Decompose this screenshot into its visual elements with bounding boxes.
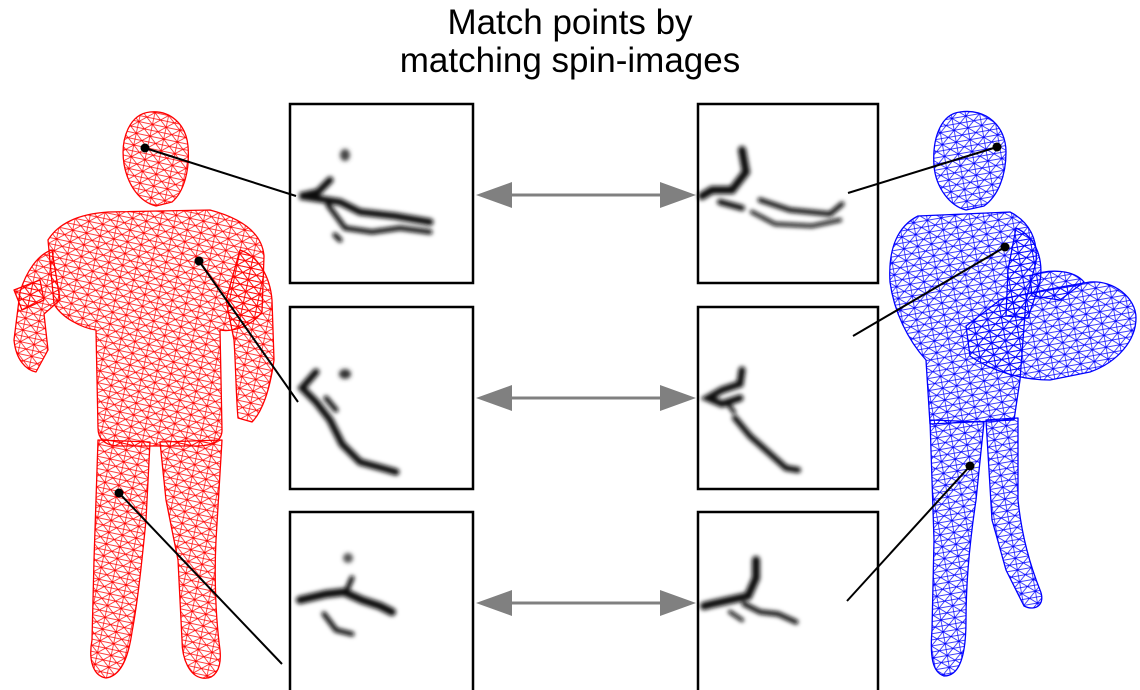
figure-title: Match points by matching spin-images: [0, 4, 1140, 80]
connector-line: [198, 260, 299, 403]
spin-image-3-left: [288, 510, 475, 690]
connector-line: [118, 492, 283, 665]
spin-image-1-right-content: [698, 146, 845, 229]
title-line-2: matching spin-images: [399, 41, 741, 80]
spin-image-3-right-content: [700, 556, 799, 625]
spin-image-1-left-content: [299, 149, 434, 243]
arrowheads: [476, 182, 696, 616]
spin-image-2-right: [696, 305, 880, 491]
spin-image-3-left-content: [296, 553, 396, 637]
connector-line: [852, 246, 1006, 337]
connector-line: [846, 465, 971, 602]
title-line-1: Match points by: [447, 3, 693, 42]
left-mesh-figure: [13, 111, 275, 679]
connector-line: [847, 146, 998, 194]
spin-image-2-right-content: [700, 366, 801, 473]
connector-line: [144, 147, 297, 197]
spin-image-2-left: [288, 305, 475, 491]
spin-image-contents: [296, 146, 845, 637]
match-arrows: [485, 191, 687, 607]
connector-lines: [118, 146, 1006, 665]
right-mesh-figure: [889, 110, 1137, 677]
spin-image-2-left-content: [297, 368, 400, 476]
